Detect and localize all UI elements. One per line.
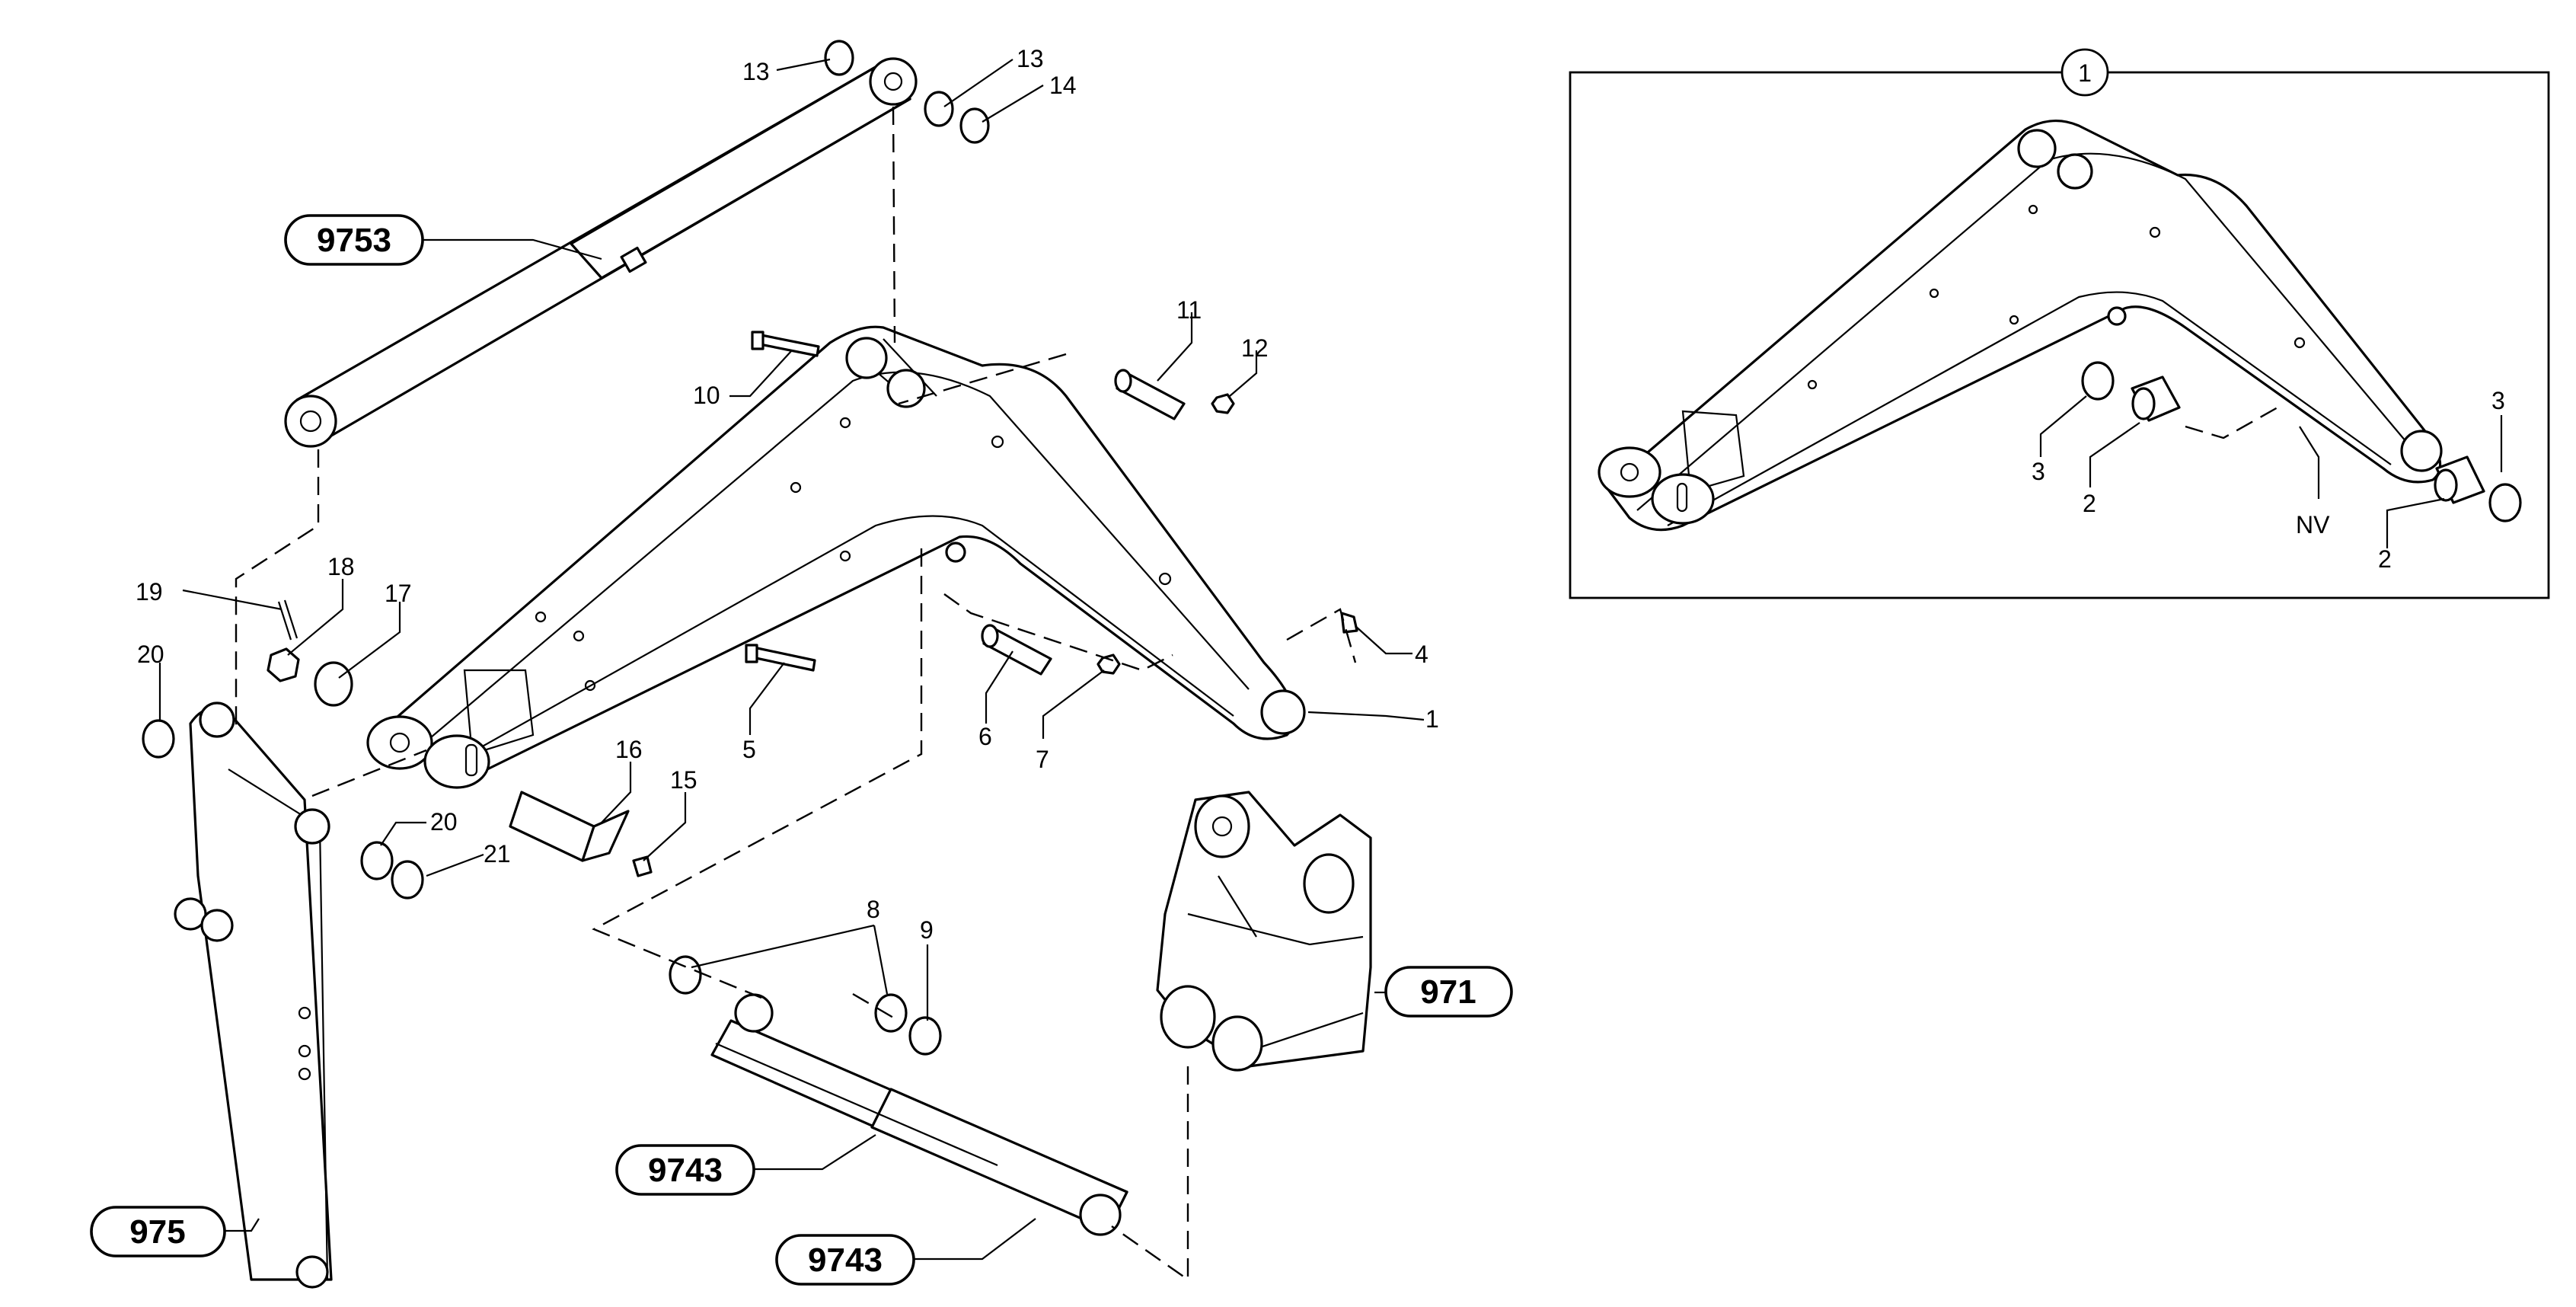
callout-17: 17 bbox=[385, 580, 412, 607]
svg-text:975: 975 bbox=[129, 1213, 185, 1251]
callout-16: 16 bbox=[615, 736, 643, 763]
assembly-lines bbox=[235, 106, 1357, 1282]
leader-lines bbox=[158, 58, 1425, 1261]
arm-stick-975 bbox=[174, 701, 333, 1289]
svg-text:9743: 9743 bbox=[648, 1152, 723, 1189]
callout-5: 5 bbox=[742, 736, 756, 763]
badge-9743[interactable]: 9743 bbox=[775, 1234, 915, 1286]
assembly-badges: 9753 971 9743 9743 975 bbox=[90, 214, 1513, 1286]
svg-text:971: 971 bbox=[1420, 973, 1476, 1011]
callout-12: 12 bbox=[1241, 334, 1269, 362]
small-parts bbox=[142, 40, 1358, 1056]
callout-7: 7 bbox=[1036, 746, 1049, 773]
callout-20: 20 bbox=[430, 808, 458, 836]
swing-bracket-971 bbox=[1156, 791, 1372, 1072]
badge-9753[interactable]: 9753 bbox=[284, 214, 424, 266]
svg-text:9743: 9743 bbox=[808, 1241, 883, 1279]
callout-9: 9 bbox=[920, 916, 934, 944]
inset-title: 1 bbox=[2078, 59, 2092, 87]
main-boom bbox=[366, 325, 1306, 789]
callout-4: 4 bbox=[1415, 641, 1428, 668]
inset-boom bbox=[1598, 119, 2443, 532]
inset-callout-nv: NV bbox=[2296, 511, 2330, 538]
callout-13: 13 bbox=[1017, 45, 1044, 72]
inset-title-circle bbox=[2060, 48, 2109, 97]
callout-labels: 13 13 14 11 12 10 18 19 17 20 20 21 5 6 … bbox=[136, 45, 1439, 944]
callout-20: 20 bbox=[137, 641, 164, 668]
callout-21: 21 bbox=[484, 840, 511, 868]
inset-variant-panel: 1 bbox=[1569, 48, 2550, 599]
badge-975[interactable]: 975 bbox=[90, 1206, 226, 1257]
inset-callout-2: 2 bbox=[2378, 545, 2392, 573]
callout-15: 15 bbox=[670, 766, 697, 794]
inset-washer bbox=[2081, 361, 2115, 401]
callout-13: 13 bbox=[742, 58, 770, 85]
inset-callout-2: 2 bbox=[2083, 490, 2096, 517]
callout-19: 19 bbox=[136, 578, 163, 606]
callout-18: 18 bbox=[327, 553, 355, 580]
inset-callout-3: 3 bbox=[2032, 458, 2045, 485]
inset-washer bbox=[2488, 483, 2522, 522]
callout-14: 14 bbox=[1049, 72, 1077, 99]
callout-8: 8 bbox=[867, 896, 880, 923]
badge-971[interactable]: 971 bbox=[1384, 966, 1513, 1018]
boom-cylinder-9753 bbox=[284, 57, 918, 448]
callout-6: 6 bbox=[978, 723, 992, 750]
callout-10: 10 bbox=[693, 382, 720, 409]
badge-9743[interactable]: 9743 bbox=[615, 1144, 755, 1196]
inset-callout-3: 3 bbox=[2491, 387, 2505, 414]
svg-text:9753: 9753 bbox=[317, 222, 391, 259]
callout-11: 11 bbox=[1176, 296, 1202, 324]
callout-1: 1 bbox=[1425, 705, 1439, 733]
cylinder-9743 bbox=[710, 993, 1128, 1236]
